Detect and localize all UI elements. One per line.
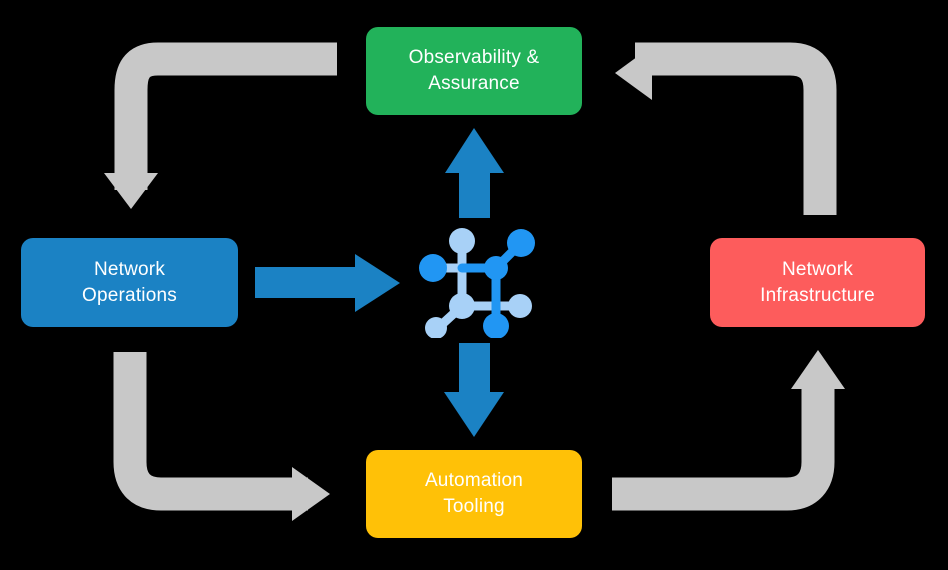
node-automation-tooling[interactable]: Automation Tooling [366,450,582,538]
node-label-operations: Network Operations [82,258,177,306]
arrow-center-to-observability [445,128,504,218]
arrow-automation-to-infrastructure [612,350,845,511]
arrow-infrastructure-to-observability [615,42,837,215]
arrow-operations-to-center [255,254,400,312]
topology-nodes-secondary [425,228,532,338]
arrow-operations-to-automation [113,352,330,521]
topology-nodes-primary [419,229,535,338]
node-label-automation: Automation Tooling [424,470,524,517]
node-label-observability: Observability & Assurance [408,47,540,94]
network-topology-icon [419,228,535,338]
arrow-center-to-automation [444,343,504,437]
node-observability-assurance[interactable]: Observability & Assurance [366,27,582,115]
arrow-observability-to-operations [104,42,337,209]
node-network-infrastructure[interactable]: Network Infrastructure [710,238,925,327]
node-network-operations[interactable]: Network Operations [21,238,238,327]
node-label-infrastructure: Network Infrastructure [760,258,875,306]
